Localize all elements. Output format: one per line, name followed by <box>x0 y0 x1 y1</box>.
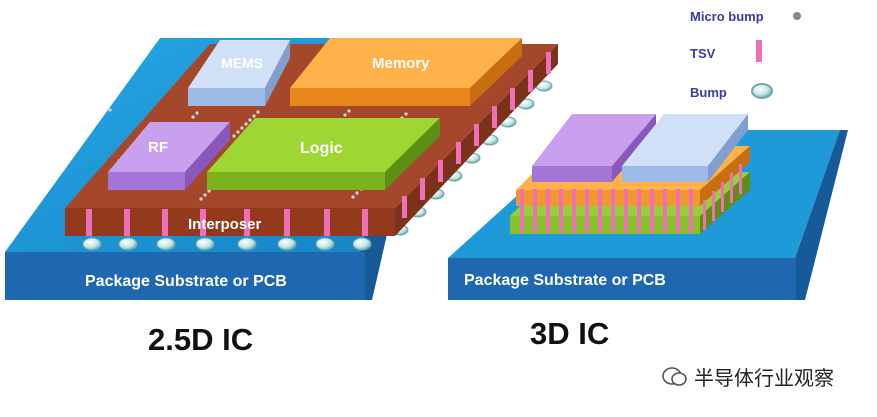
legend-tsv-label: TSV <box>690 46 716 61</box>
bump <box>237 237 257 251</box>
tsv <box>546 52 551 74</box>
micro-bump <box>347 109 351 113</box>
tsv <box>730 173 733 203</box>
tsv <box>528 70 533 92</box>
tsv <box>572 189 576 233</box>
tsv <box>456 142 461 164</box>
tsv <box>86 209 92 236</box>
left-substrate-label: Package Substrate or PCB <box>85 273 287 290</box>
tsv <box>124 209 130 236</box>
tsv <box>712 191 715 221</box>
interposer-label: Interposer <box>188 216 262 233</box>
bump <box>195 237 215 251</box>
micro-bump <box>191 115 195 119</box>
caption-2-5d-ic: 2.5D IC <box>148 322 254 357</box>
stack-blue-die <box>622 114 748 182</box>
die-logic: Logic <box>207 118 440 190</box>
tsv <box>624 189 628 233</box>
caption-3d-ic: 3D IC <box>530 316 610 351</box>
bump-icon <box>751 83 773 99</box>
left-bump-row <box>82 80 553 251</box>
legend-icons <box>751 12 801 99</box>
tsv <box>324 209 330 236</box>
bump <box>315 237 335 251</box>
tsv <box>200 209 206 236</box>
watermark: 半导体行业观察 <box>662 362 834 391</box>
die-rf: RF <box>108 122 230 190</box>
tsv <box>637 189 641 233</box>
die-mems: MEMS <box>188 40 290 106</box>
micro-bump <box>240 126 244 130</box>
micro-bump <box>248 118 252 122</box>
micro-bump <box>343 113 347 117</box>
micro-bump <box>256 110 260 114</box>
micro-bump <box>199 197 203 201</box>
tsv <box>244 209 250 236</box>
wechat-logo-icon <box>662 366 687 386</box>
micro-bump <box>236 130 240 134</box>
tsv <box>546 189 550 233</box>
die-rf-label: RF <box>148 139 168 156</box>
tsv <box>162 209 168 236</box>
micro-bump <box>108 108 112 112</box>
tsv <box>739 164 742 194</box>
stack-tsv-columns <box>520 164 742 233</box>
interposer-front <box>65 208 395 236</box>
tsv <box>438 160 443 182</box>
bump <box>118 237 138 251</box>
right-substrate-front <box>448 258 796 300</box>
micro-bump <box>404 112 408 116</box>
bump <box>277 237 297 251</box>
tsv <box>520 189 524 233</box>
micro-bump <box>355 191 359 195</box>
micro-bump <box>207 189 211 193</box>
tsv <box>362 209 368 236</box>
die-memory-label: Memory <box>372 55 430 72</box>
tsv <box>663 189 667 233</box>
tsv <box>402 196 407 218</box>
right-substrate-right-side <box>795 130 848 300</box>
die-logic-label: Logic <box>300 140 343 157</box>
tsv-icon <box>756 40 762 62</box>
micro-bump <box>232 134 236 138</box>
micro-bump <box>203 193 207 197</box>
micro-bump <box>252 114 256 118</box>
micro-bump <box>351 195 355 199</box>
die-memory: Memory <box>290 38 522 106</box>
tsv <box>703 200 706 230</box>
right-assembly: Package Substrate or PCB <box>448 114 848 300</box>
tsv <box>420 178 425 200</box>
tsv <box>611 189 615 233</box>
tsv <box>650 189 654 233</box>
legend-micro-bump-label: Micro bump <box>690 9 764 24</box>
tsv <box>689 189 693 233</box>
bump <box>156 237 176 251</box>
die-mems-label: MEMS <box>221 55 263 71</box>
tsv <box>585 189 589 233</box>
interposer-tsv-row <box>86 52 551 236</box>
tsv <box>510 88 515 110</box>
tsv <box>721 182 724 212</box>
right-substrate-label: Package Substrate or PCB <box>464 272 666 289</box>
micro-bump <box>244 122 248 126</box>
watermark-text: 半导体行业观察 <box>694 366 834 390</box>
left-assembly: Package Substrate or PCB Interposer MEMS… <box>5 38 558 300</box>
tsv <box>533 189 537 233</box>
micro-bump <box>195 111 199 115</box>
tsv <box>559 189 563 233</box>
tsv <box>598 189 602 233</box>
micro-bump-icon <box>793 12 801 20</box>
tsv <box>492 106 497 128</box>
tsv <box>676 189 680 233</box>
tsv <box>474 124 479 146</box>
bump <box>82 237 102 251</box>
legend-bump-label: Bump <box>690 85 727 100</box>
left-substrate-front <box>5 252 365 300</box>
tsv <box>284 209 290 236</box>
bump <box>352 237 372 251</box>
